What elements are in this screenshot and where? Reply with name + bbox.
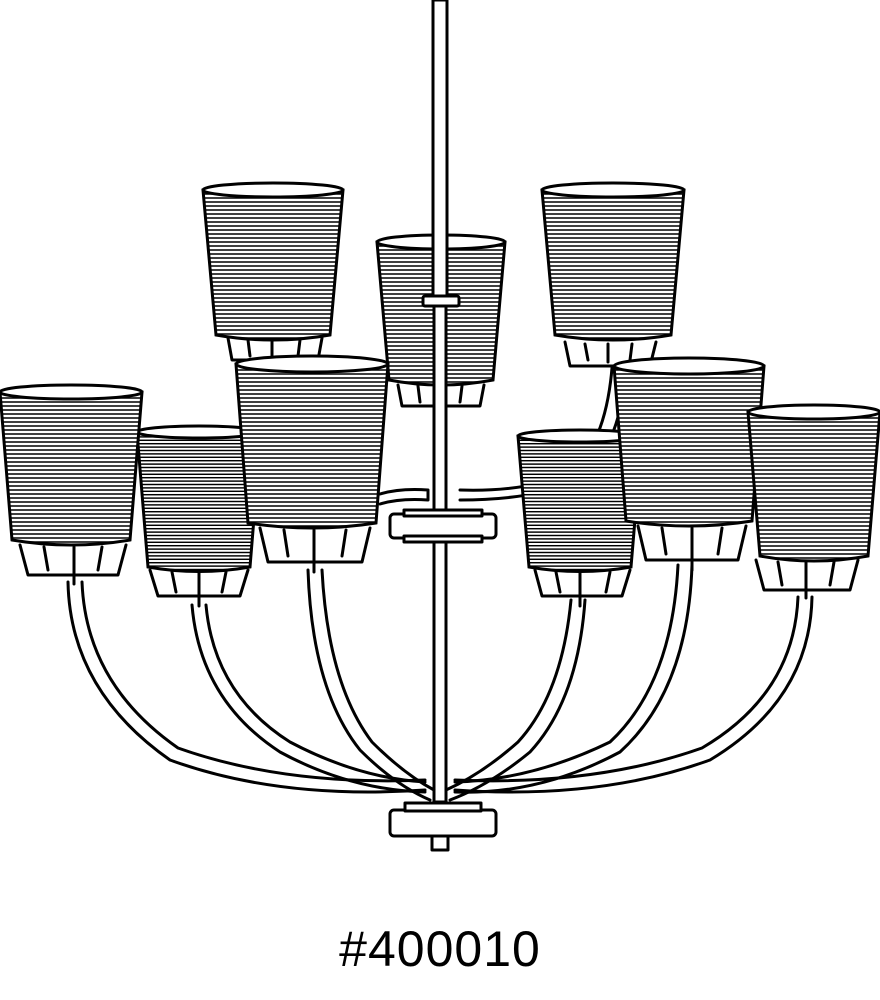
upper-shade-right	[540, 181, 686, 368]
lower-shade-inner-right	[516, 428, 644, 608]
chandelier-illustration	[0, 0, 880, 852]
chandelier-svg	[0, 0, 880, 852]
lower-shade-front-right	[612, 356, 766, 572]
lower-arms	[66, 563, 814, 802]
lower-shade-front-left	[234, 354, 390, 574]
center-rod	[421, 0, 461, 804]
lower-shade-far-right	[746, 403, 880, 600]
lower-shade-far-left	[0, 383, 144, 586]
upper-shade-left	[201, 181, 345, 362]
model-number: #400010	[339, 921, 541, 977]
lower-hub	[388, 801, 498, 852]
